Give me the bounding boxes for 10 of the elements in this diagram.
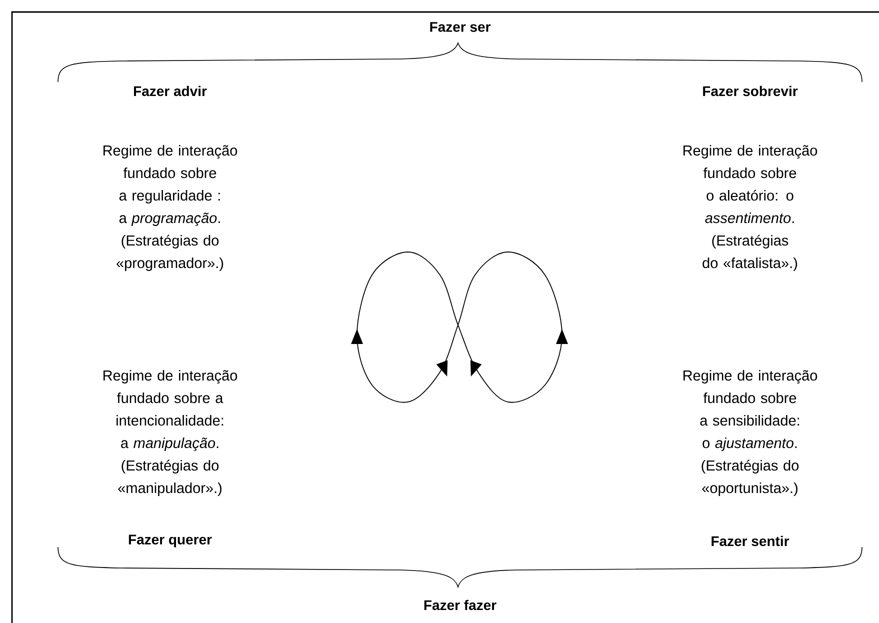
paragraph: Regime de interação fundado sobre a intencionalidade: a manipulação. (Estratégias do «manipulador».) [104,370,238,496]
paragraph: Regime de interação fundado sobre a sensibilidade: o ajustamento. (Estratégias do «oportunista».) [684,370,818,496]
heading: Fazer sentir [712,536,790,546]
heading: Fazer advir [134,86,207,96]
heading: Fazer querer [128,534,212,548]
heading: Fazer fazer [424,600,496,610]
heading: Fazer ser [430,22,491,32]
heading: Fazer sobrevir [703,86,798,96]
paragraph: Regime de interação fundado sobre a regularidade : a programação. (Estratégias do «programador».) [104,145,238,271]
paragraph: Regime de interação fundado sobre o aleatório: o assentimento. (Estratégias do «fatalista».) [684,145,818,271]
